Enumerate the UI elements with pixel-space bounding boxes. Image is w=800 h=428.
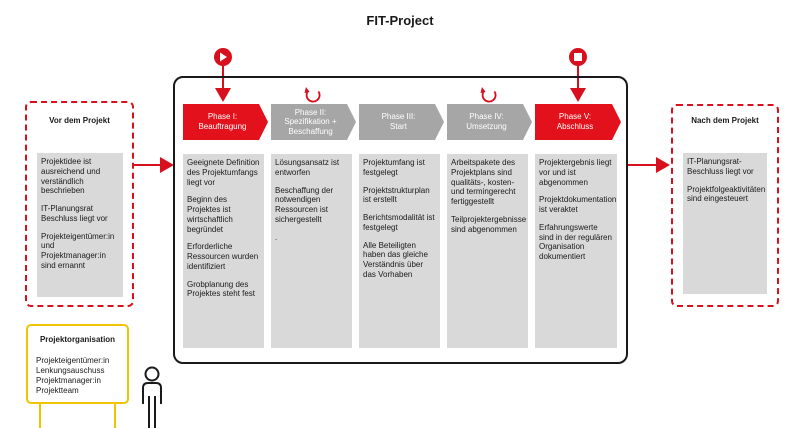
list-item: Arbeitspakete des Projektplans sind qual… <box>451 158 516 206</box>
person-icon <box>142 366 162 428</box>
list-item: Projektergebnis liegt vor und ist abgeno… <box>539 158 612 187</box>
before-project-heading: Vor dem Projekt <box>49 116 110 125</box>
before-project-box: Vor dem Projekt Projektidee ist ausreich… <box>25 101 134 307</box>
phase-5-header: Phase V:Abschluss <box>535 104 621 140</box>
list-item: Projektdokumentation ist veraktet <box>539 195 617 214</box>
phase-4-header: Phase IV:Umsetzung <box>447 104 532 140</box>
list-item: Lösungsansatz ist entworfen <box>275 158 340 177</box>
list-item: Berichtsmodalität ist festgelegt <box>363 213 435 232</box>
list-item: Erforderliche Ressourcen wurden identifi… <box>187 242 259 271</box>
phase-2-header: Phase II:Spezifikation + Beschaffung <box>271 104 356 140</box>
phase-5-content: Projektergebnis liegt vor und ist abgeno… <box>535 154 617 348</box>
list-item: Alle Beteiligten haben das gleiche Verst… <box>363 240 428 279</box>
list-item: Projekteigentümer:in und Projektmanager:… <box>41 231 115 270</box>
project-organisation-heading: Projektorganisation <box>39 335 116 344</box>
list-item: Projektumfang ist festgelegt <box>363 158 425 177</box>
phase-1-header: Phase I:Beauftragung <box>183 104 268 140</box>
list-item: Projektteam <box>36 386 79 395</box>
before-project-list: Projektidee ist ausreichend und verständ… <box>37 153 123 297</box>
project-organisation-list: Projekteigentümer:in Lenkungsauschuss Pr… <box>36 356 126 396</box>
list-item: Beschaffung der notwendigen Ressourcen i… <box>275 185 334 224</box>
process-frame <box>173 76 628 364</box>
list-item: IT-Planungsrat-Beschluss liegt vor <box>687 157 754 176</box>
phase-3-header: Phase III:Start <box>359 104 444 140</box>
list-item: Geeignete Definition des Projektumfangs … <box>187 158 260 187</box>
phase-1-content: Geeignete Definition des Projektumfangs … <box>183 154 264 348</box>
list-item: Teilprojektergebnisse sind abgenommen <box>451 214 527 234</box>
phase-4-content: Arbeitspakete des Projektplans sind qual… <box>447 154 528 348</box>
play-icon <box>214 48 232 66</box>
list-item: Projekteigentümer:in <box>36 356 110 365</box>
list-item: Projektstrukturplan ist erstellt <box>363 185 430 205</box>
diagram-title: FIT-Project <box>366 13 434 28</box>
list-item: Projektidee ist ausreichend und verständ… <box>41 157 101 196</box>
project-organisation-box: Projektorganisation Projekteigentümer:in… <box>26 324 129 404</box>
list-item: Grobplanung des Projektes steht fest <box>187 279 256 299</box>
phase-2-content: Lösungsansatz ist entworfen Beschaffung … <box>271 154 352 348</box>
list-item: Projektfolgeaktivitäten sind eingesteuer… <box>687 184 766 204</box>
list-item: Projektmanager:in <box>36 376 101 385</box>
stop-icon <box>569 48 587 66</box>
phase-3-content: Projektumfang ist festgelegt Projektstru… <box>359 154 440 348</box>
after-project-list: IT-Planungsrat-Beschluss liegt vor Proje… <box>683 153 767 294</box>
after-project-box: Nach dem Projekt IT-Planungsrat-Beschlus… <box>671 104 779 307</box>
list-item: Erfahrungswerte sind in der regulären Or… <box>539 222 612 261</box>
list-item: IT-Planungsrat Beschluss liegt vor <box>41 204 108 223</box>
list-item: Beginn des Projektes ist wirtschaftlich … <box>187 195 233 234</box>
refresh-icon <box>304 87 321 103</box>
list-item: Lenkungsauschuss <box>36 366 105 375</box>
refresh-icon <box>480 87 497 103</box>
after-project-heading: Nach dem Projekt <box>691 116 759 125</box>
list-item: . <box>275 232 278 242</box>
